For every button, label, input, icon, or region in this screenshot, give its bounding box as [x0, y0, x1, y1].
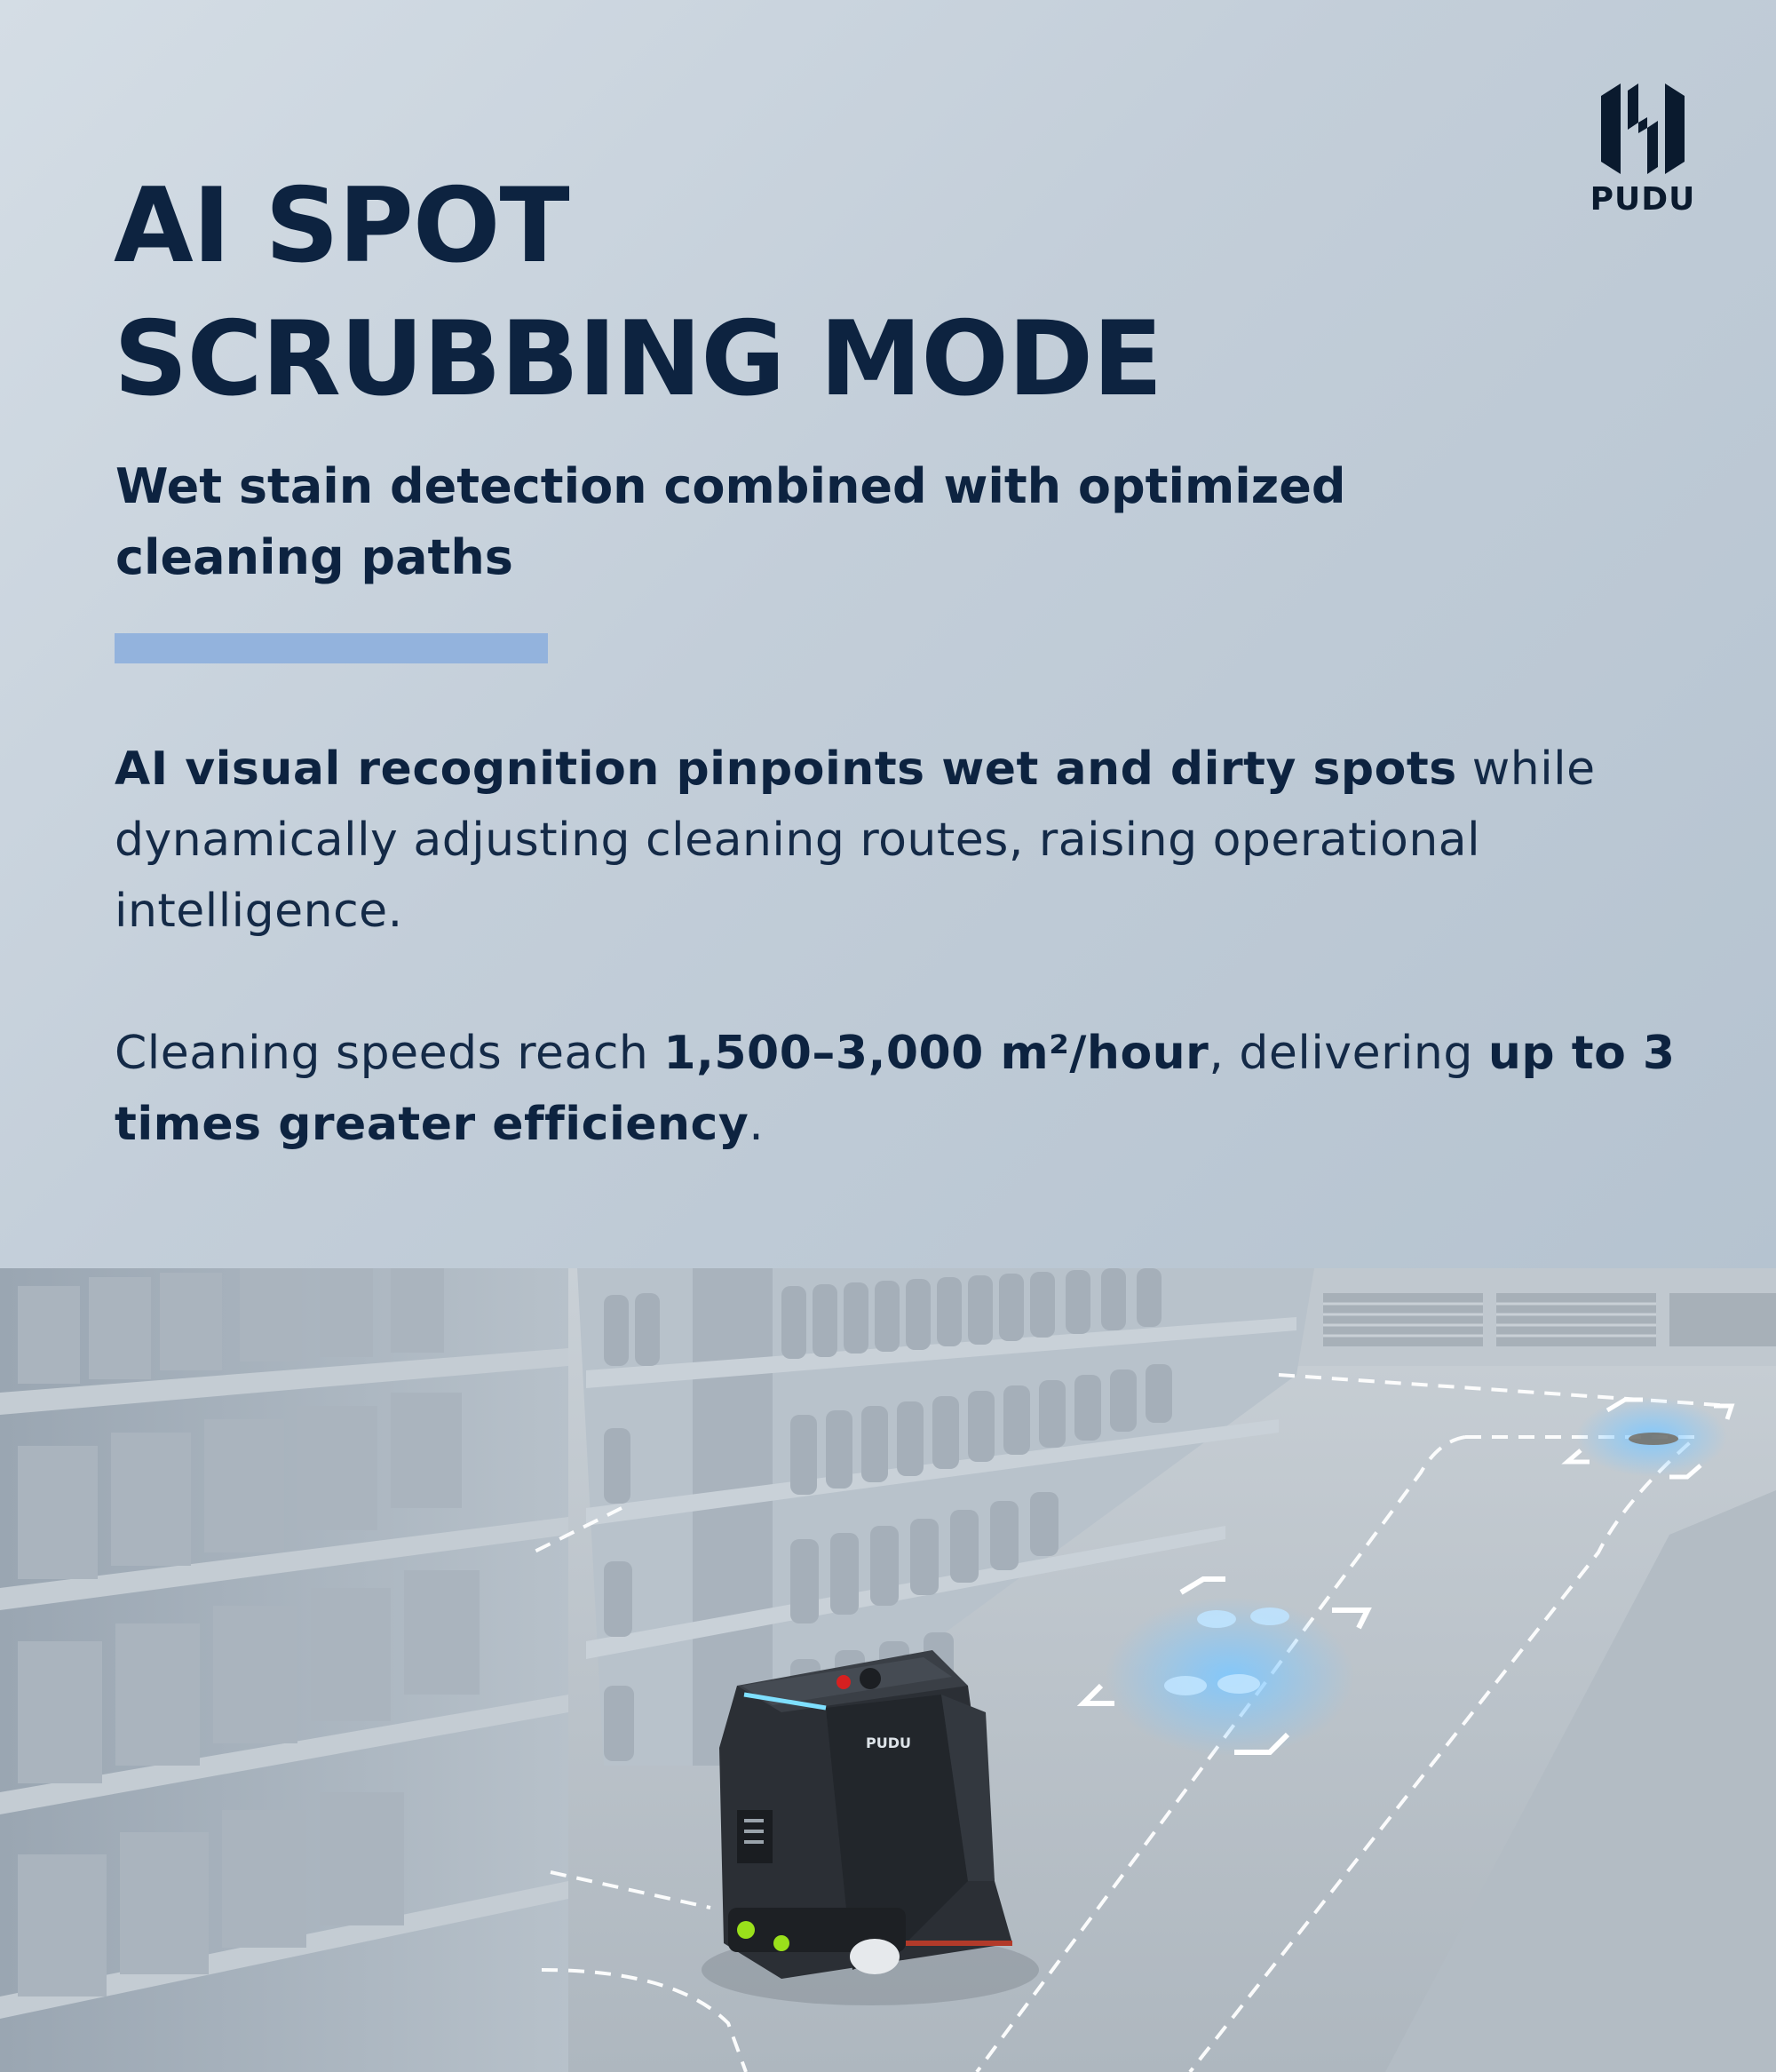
title-line-2: SCRUBBING MODE — [114, 299, 1162, 419]
robot-label: PUDU — [866, 1735, 911, 1751]
store-scene-illustration: PUDU — [0, 1268, 1776, 2072]
efficiency-value: up to 3 times greater efficiency — [115, 1027, 1676, 1151]
paragraph-recognition-bold: AI visual recognition pinpoints wet and … — [115, 742, 1457, 796]
paragraph-recognition: AI visual recognition pinpoints wet and … — [115, 734, 1695, 947]
cleaning-robot-icon: PUDU — [702, 1650, 1039, 2005]
page-title: AI SPOT SCRUBBING MODE — [114, 160, 1162, 426]
speed-value: 1,500–3,000 m²/hour — [663, 1027, 1209, 1080]
speed-text-3: . — [749, 1098, 765, 1151]
logo-text: PUDU — [1590, 181, 1696, 218]
subtitle: Wet stain detection combined with optimi… — [115, 458, 1346, 585]
paragraph-recognition-rest: while dynamically adjusting cleaning rou… — [115, 742, 1596, 938]
speed-text-1: Cleaning speeds reach — [115, 1027, 664, 1080]
paragraph-speed: Cleaning speeds reach 1,500–3,000 m²/hou… — [115, 1018, 1695, 1160]
pudu-logo: PUDU — [1590, 83, 1696, 226]
accent-bar — [115, 633, 548, 663]
scene-graphic: PUDU — [0, 1268, 1776, 2072]
hero-panel: PUDU AI SPOT SCRUBBING MODE Wet stain de… — [0, 0, 1776, 1268]
title-line-1: AI SPOT — [114, 166, 570, 286]
speed-text-2: , delivering — [1209, 1027, 1488, 1080]
pudu-logo-icon — [1601, 83, 1685, 174]
